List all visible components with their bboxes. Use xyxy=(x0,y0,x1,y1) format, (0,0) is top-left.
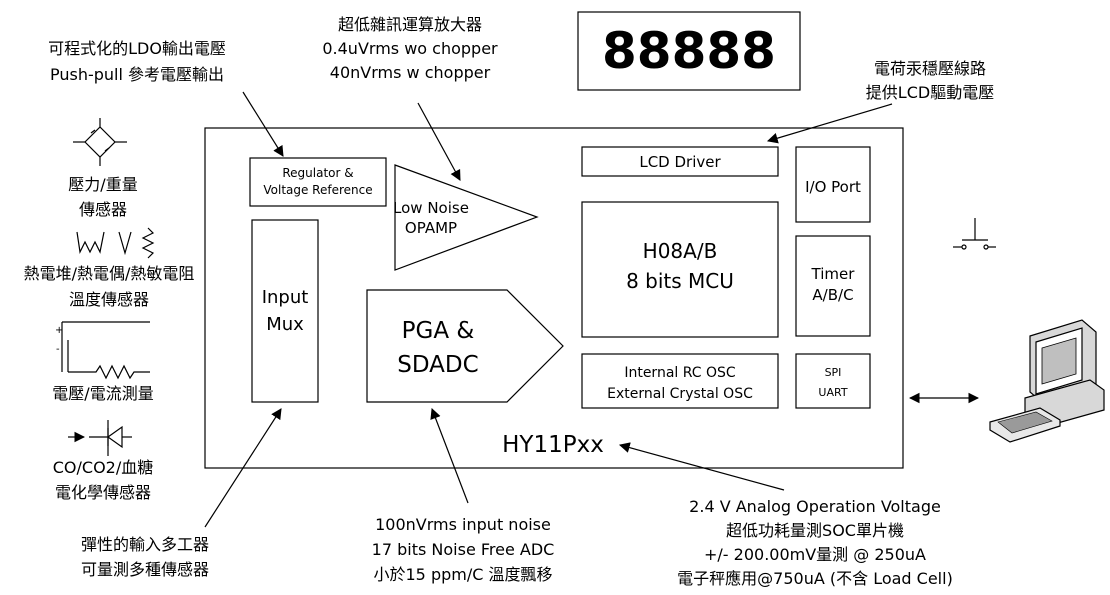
power-callout-line-1: 2.4 V Analog Operation Voltage xyxy=(689,497,941,516)
ldo-callout-line-1: 可程式化的LDO輸出電壓 xyxy=(48,39,226,58)
opamp-arrow xyxy=(417,102,461,181)
gas-sensor-label: CO/CO2/血糖 電化學傳感器 xyxy=(53,458,154,502)
osc-line-2: External Crystal OSC xyxy=(607,386,753,402)
computer-icon xyxy=(989,319,1105,443)
pga-line-1: PGA & xyxy=(402,318,475,344)
ldo-callout-line-2: Push-pull 參考電壓輸出 xyxy=(50,65,224,84)
svg-text:-: - xyxy=(56,344,60,355)
timer-line-1: Timer xyxy=(811,265,856,283)
opamp-callout-line-1: 超低雜訊運算放大器 xyxy=(338,15,482,34)
mcu-line-1: H08A/B xyxy=(643,239,718,263)
chip-name: HY11Pxx xyxy=(502,432,604,458)
input-mux-line-1: Input xyxy=(262,287,309,308)
mux-callout: 彈性的輸入多工器 可量測多種傳感器 xyxy=(81,535,209,579)
io-port-label: I/O Port xyxy=(805,178,861,196)
thermopile-icon xyxy=(76,231,105,254)
thermocouple-icon xyxy=(118,231,132,256)
gas-line-2: 電化學傳感器 xyxy=(55,483,151,502)
opamp-callout-line-2: 0.4uVrms wo chopper xyxy=(322,39,498,58)
opamp-callout-line-3: 40nVrms w chopper xyxy=(330,63,491,82)
thermal-line-2: 溫度傳感器 xyxy=(69,290,149,309)
pga-line-2: SDADC xyxy=(397,352,478,378)
charge-pump-callout: 電荷汞穩壓線路 提供LCD驅動電壓 xyxy=(866,59,994,102)
pressure-line-1: 壓力/重量 xyxy=(68,175,137,194)
uart-label: UART xyxy=(818,386,847,399)
mux-callout-line-2: 可量測多種傳感器 xyxy=(81,560,209,579)
regulator-block: Regulator & Voltage Reference xyxy=(249,157,387,207)
voltage-current-icon: + - xyxy=(55,321,150,380)
input-mux-block: Input Mux xyxy=(251,219,319,403)
input-mux-line-2: Mux xyxy=(266,314,304,335)
power-arrow xyxy=(618,442,785,491)
thermal-sensor-label: 熱電堆/熱電偶/熱敏電阻 溫度傳感器 xyxy=(24,264,195,309)
mux-arrow xyxy=(204,408,282,528)
power-callout: 2.4 V Analog Operation Voltage 超低功耗量測SOC… xyxy=(677,497,953,588)
load-cell-bridge-icon xyxy=(73,118,127,166)
adc-callout-line-1: 100nVrms input noise xyxy=(375,515,551,534)
ldo-arrow xyxy=(242,91,284,157)
pga-sdadc-block: PGA & SDADC xyxy=(366,289,564,403)
push-button-switch-icon xyxy=(953,218,996,250)
lcd-driver-block: LCD Driver xyxy=(581,146,779,177)
timer-block: Timer A/B/C xyxy=(795,235,871,337)
charge-pump-callout-line-1: 電荷汞穩壓線路 xyxy=(874,59,986,78)
photodiode-icon xyxy=(68,420,132,456)
spi-label: SPI xyxy=(825,366,842,379)
voltage-current-label: 電壓/電流測量 xyxy=(52,384,153,403)
thermal-line-1: 熱電堆/熱電偶/熱敏電阻 xyxy=(24,264,195,283)
power-callout-line-4: 電子秤應用@750uA (不含 Load Cell) xyxy=(677,569,953,588)
pressure-line-2: 傳感器 xyxy=(79,200,127,219)
oscillator-block: Internal RC OSC External Crystal OSC xyxy=(581,353,779,409)
gas-line-1: CO/CO2/血糖 xyxy=(53,458,154,477)
thermistor-icon xyxy=(141,227,155,259)
opamp-block: Low Noise OPAMP xyxy=(393,164,539,271)
regulator-line-2: Voltage Reference xyxy=(263,183,372,197)
svg-text:+: + xyxy=(55,325,63,336)
adc-callout: 100nVrms input noise 17 bits Noise Free … xyxy=(372,515,555,584)
regulator-line-1: Regulator & xyxy=(282,166,353,180)
charge-pump-arrow xyxy=(766,103,893,144)
osc-line-1: Internal RC OSC xyxy=(624,365,736,381)
display-digits: 88888 xyxy=(602,22,776,80)
ldo-callout: 可程式化的LDO輸出電壓 Push-pull 參考電壓輸出 xyxy=(48,39,226,84)
power-callout-line-2: 超低功耗量測SOC單片機 xyxy=(726,521,904,540)
mcu-line-2: 8 bits MCU xyxy=(626,269,734,293)
mux-callout-line-1: 彈性的輸入多工器 xyxy=(81,535,209,554)
adc-arrow xyxy=(430,407,469,504)
spi-uart-block: SPI UART xyxy=(795,353,871,409)
pressure-sensor-label: 壓力/重量 傳感器 xyxy=(68,175,137,219)
lcd-driver-label: LCD Driver xyxy=(639,153,721,171)
power-callout-line-3: +/- 200.00mV量測 @ 250uA xyxy=(704,545,926,564)
charge-pump-callout-line-2: 提供LCD驅動電壓 xyxy=(866,83,994,102)
mcu-block: H08A/B 8 bits MCU xyxy=(581,201,779,338)
opamp-callout: 超低雜訊運算放大器 0.4uVrms wo chopper 40nVrms w … xyxy=(322,15,498,82)
opamp-line-2: OPAMP xyxy=(405,219,457,237)
adc-callout-line-2: 17 bits Noise Free ADC xyxy=(372,540,555,559)
adc-callout-line-3: 小於15 ppm/C 溫度飄移 xyxy=(374,565,553,584)
timer-line-2: A/B/C xyxy=(812,286,853,304)
lcd-display: 88888 xyxy=(577,11,801,91)
io-port-block: I/O Port xyxy=(795,146,871,223)
opamp-line-1: Low Noise xyxy=(393,199,469,217)
